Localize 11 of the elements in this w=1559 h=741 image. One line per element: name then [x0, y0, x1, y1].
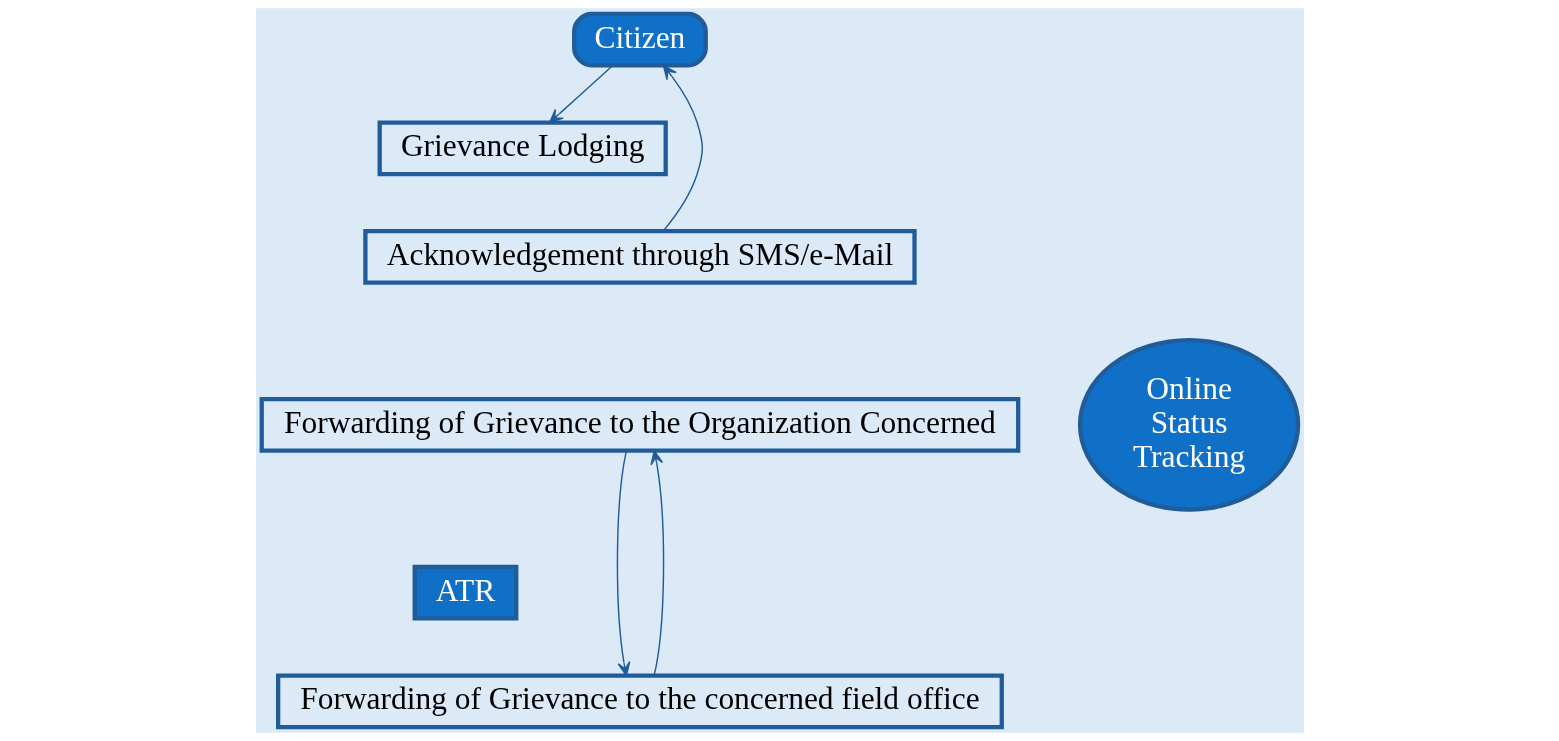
node-box: Forwarding of Grievance to the Organization Concerned: [259, 396, 1020, 453]
arrow: [662, 65, 703, 232]
arrow: [649, 450, 664, 677]
node-box: Citizen: [571, 11, 708, 68]
node-box: Acknowledgement through SMS/e-Mail: [362, 229, 917, 285]
node-box: Forwarding of Grievance to the concerned field office: [275, 673, 1004, 730]
node-box: Grievance Lodging: [377, 120, 668, 177]
arrow: [616, 450, 630, 677]
node-box: ATR: [412, 564, 518, 621]
arrow: [548, 64, 613, 124]
node-ellipse: Online Status Tracking: [1077, 337, 1300, 512]
